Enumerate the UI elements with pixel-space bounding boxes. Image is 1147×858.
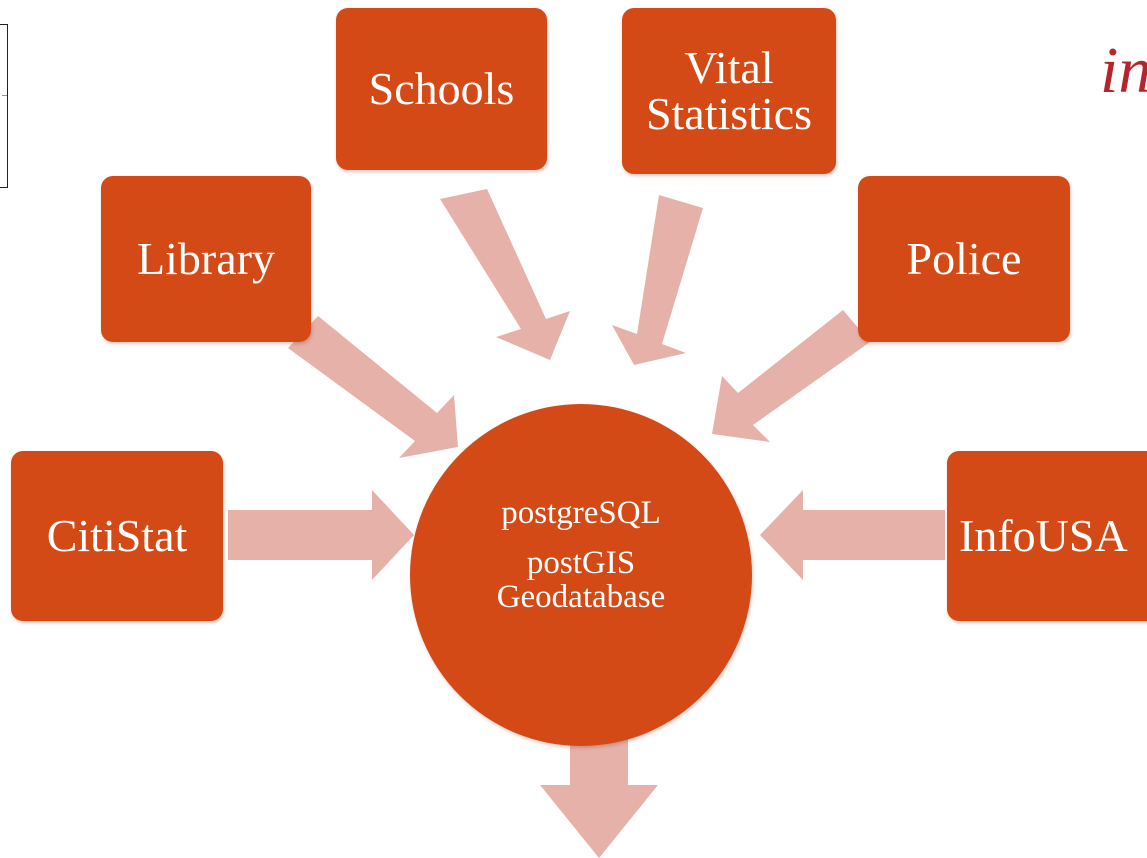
arrow-schools bbox=[440, 189, 570, 360]
arrow-police bbox=[712, 310, 870, 442]
left-frame-fragment bbox=[0, 24, 8, 188]
source-box-infousa: InfoUSA bbox=[947, 451, 1147, 621]
source-label: InfoUSA bbox=[959, 510, 1128, 561]
hub-label-postgis-geodatabase: postGIS Geodatabase bbox=[496, 544, 666, 616]
arrow-output bbox=[540, 700, 658, 858]
arrow-citistat bbox=[228, 490, 414, 580]
source-box-police: Police bbox=[858, 176, 1070, 342]
source-box-library: Library bbox=[101, 176, 311, 342]
source-label: Library bbox=[137, 233, 275, 284]
source-label: Vital Statistics bbox=[645, 42, 813, 139]
source-label: Police bbox=[906, 233, 1022, 284]
corner-text-fragment: in bbox=[1100, 34, 1147, 107]
source-label: Schools bbox=[368, 63, 515, 114]
source-label: CitiStat bbox=[46, 510, 188, 561]
arrow-infousa bbox=[760, 490, 945, 580]
arrow-library bbox=[288, 316, 458, 458]
hub-geodatabase: postgreSQL postGIS Geodatabase bbox=[410, 404, 752, 746]
arrow-vital-statistics bbox=[612, 195, 703, 365]
hub-label-postgresql: postgreSQL bbox=[501, 495, 661, 532]
source-box-schools: Schools bbox=[336, 8, 547, 170]
source-box-citistat: CitiStat bbox=[11, 451, 223, 621]
source-box-vital-statistics: Vital Statistics bbox=[622, 8, 836, 174]
